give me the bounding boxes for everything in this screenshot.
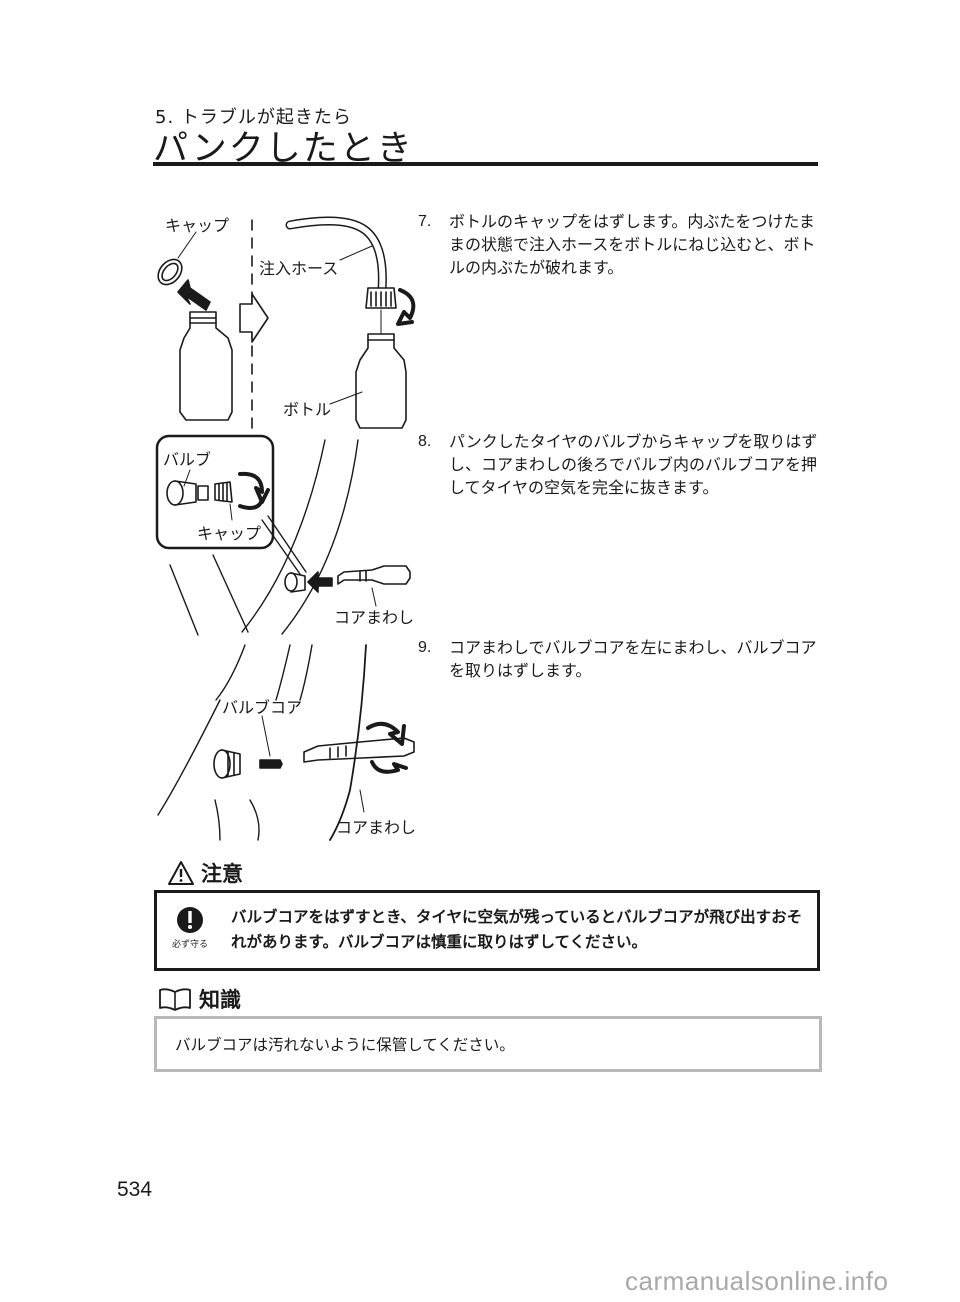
- core-tool-figure-2: [213, 715, 415, 813]
- warning-triangle-icon: [168, 861, 194, 885]
- rotate-left-arrow-icon: [366, 721, 406, 746]
- step-7: 7. ボトルのキャップをはずします。内ぶたをつけたままの状態で注入ホースをボトル…: [418, 210, 818, 279]
- label-core-tool-2: コアまわし: [336, 818, 417, 837]
- caution-box: 必ず守る バルブコアをはずすとき、タイヤに空気が残っているとバルブコアが飛び出す…: [154, 890, 820, 971]
- knowledge-text: バルブコアは汚れないように保管してください。: [175, 1036, 515, 1054]
- label-cap-2: キャップ: [197, 524, 262, 543]
- label-hose: 注入ホース: [259, 259, 339, 278]
- label-valve-core: バルブコア: [222, 698, 303, 717]
- valve-core: [259, 759, 283, 769]
- knowledge-box: バルブコアは汚れないように保管してください。: [154, 1016, 822, 1072]
- step-number: 7.: [418, 213, 432, 230]
- rotate-arrow-icon: [238, 471, 270, 504]
- screw-arrow-icon: [396, 288, 416, 326]
- label-valve: バルブ: [163, 450, 212, 469]
- illustration: [155, 216, 416, 841]
- step-text: ボトルのキャップをはずします。内ぶたをつけたままの状態で注入ホースをボトルにねじ…: [449, 212, 816, 277]
- push-arrow-icon: [307, 571, 333, 593]
- step-text: コアまわしでバルブコアを左にまわし、バルブコアを取りはずします。: [449, 638, 817, 680]
- core-tool-2: [303, 737, 415, 763]
- step-9: 9. コアまわしでバルブコアを左にまわし、バルブコアを取りはずします。: [418, 636, 818, 682]
- page-number: 534: [117, 1178, 153, 1201]
- book-icon: [159, 988, 191, 1011]
- knowledge-heading: 知識: [157, 984, 241, 1014]
- caution-text: バルブコアをはずすとき、タイヤに空気が残っているとバルブコアが飛び出すおそれがあ…: [231, 908, 803, 951]
- label-core-tool-1: コアまわし: [334, 608, 415, 627]
- title-rule: [153, 162, 818, 166]
- step-number: 8.: [418, 433, 432, 450]
- core-tool-figure-1: [284, 565, 411, 607]
- bottle-right: [355, 333, 407, 429]
- exclamation-circle-icon: [177, 907, 203, 933]
- step-number: 9.: [418, 639, 432, 656]
- remove-arrow-icon: [177, 279, 211, 311]
- watermark: carmanualsonline.info: [625, 1266, 889, 1296]
- caution-heading: 注意: [167, 858, 243, 888]
- label-cap: キャップ: [165, 216, 230, 235]
- step-8: 8. パンクしたタイヤのバルブからキャップを取りはずし、コアまわしの後ろでバルブ…: [418, 430, 818, 499]
- valve-parts: [166, 469, 270, 521]
- knowledge-title: 知識: [199, 988, 241, 1012]
- next-arrow-icon: [239, 293, 269, 343]
- core-tool-1: [337, 565, 411, 585]
- hose-fill: [287, 218, 386, 293]
- mandatory-label: 必ず守る: [172, 940, 209, 950]
- caution-title: 注意: [201, 862, 243, 886]
- tire-lines: [157, 439, 367, 841]
- bottle-left: [179, 311, 233, 421]
- step-text: パンクしたタイヤのバルブからキャップを取りはずし、コアまわしの後ろでバルブ内のバ…: [449, 432, 818, 497]
- mandatory-mark: 必ず守る: [172, 905, 208, 950]
- cap-ring-inner: [161, 262, 179, 282]
- cap-ring: [157, 258, 183, 286]
- section-subtitle: 5. トラブルが起きたら: [155, 107, 352, 128]
- label-bottle: ボトル: [283, 400, 332, 419]
- bottle-figure: [157, 216, 416, 431]
